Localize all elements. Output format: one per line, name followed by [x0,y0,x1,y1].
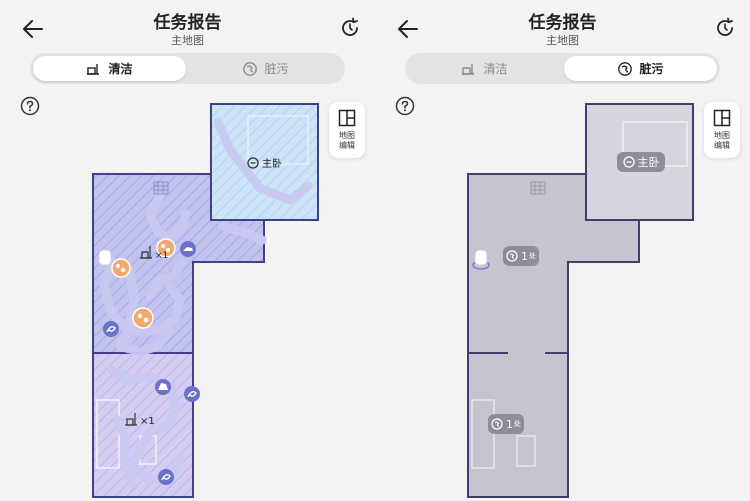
dirty-report-panel: 任务报告 主地图 清洁 脏污 地图 [375,0,750,501]
dock-grid-icon [530,181,546,195]
clean-count-icon [140,246,152,259]
shoe-icon[interactable] [180,241,196,257]
tab-clean[interactable]: 清洁 [408,56,561,81]
tab-dirty-label: 脏污 [264,62,289,76]
page-title: 任务报告 [153,13,222,33]
tab-dirty[interactable]: 脏污 [189,56,342,81]
bed-furniture [247,115,309,165]
map-edit-label-1: 地图 [339,131,355,140]
stain-tab-icon [243,61,258,76]
back-arrow-icon[interactable] [395,16,421,42]
report-tab-switch: 清洁 脏污 [405,53,720,84]
dock-grid-icon [153,181,169,195]
stain-marker[interactable] [132,307,154,329]
robot-dock-icon [98,249,112,266]
stain-unit: 处 [529,252,536,260]
clean-tab-icon [462,63,475,75]
room-minus-icon [247,156,259,169]
robot-dock-icon [472,249,490,270]
room-master-bedroom[interactable] [210,103,319,221]
clean-count-icon [125,413,137,426]
page-title: 任务报告 [528,13,597,33]
stain-icon [491,418,503,430]
room-minus-icon [622,156,635,168]
dirty-map [467,103,694,498]
report-tab-switch: 清洁 脏污 [30,53,345,84]
room-name: 主卧 [262,159,282,170]
stain-icon [506,250,518,262]
shoe-icon[interactable] [155,379,171,395]
tab-clean-label: 清洁 [108,62,133,76]
refresh-icon[interactable] [338,16,362,40]
clean-report-panel: 任务报告 主地图 清洁 脏污 地图 [20,13,365,498]
page-subtitle: 主地图 [171,34,204,47]
stain-unit: 处 [514,420,521,428]
back-arrow-icon[interactable] [20,16,46,42]
map-edit-button[interactable]: 地图 编辑 [704,102,740,158]
cable-icon[interactable] [184,386,200,402]
stain-count: 1 [506,417,513,431]
map-edit-label-1: 地图 [714,131,730,140]
cleaning-path [99,117,313,489]
clean-tab-icon [87,63,100,75]
stain-marker[interactable] [111,258,131,278]
page-subtitle: 主地图 [546,34,579,47]
room-label-master[interactable]: 主卧 [617,152,665,172]
table-furniture [516,435,536,467]
map-edit-label-2: 编辑 [714,141,730,150]
stain-tab-icon [618,61,633,76]
stain-marker[interactable] [156,238,176,258]
cable-icon[interactable] [103,321,119,337]
stain-count-badge[interactable]: 1 处 [503,246,539,266]
map-edit-button[interactable]: 地图 编辑 [329,102,365,158]
tab-dirty[interactable]: 脏污 [564,56,717,81]
map-edit-label-2: 编辑 [339,141,355,150]
cable-icon[interactable] [158,469,174,485]
tab-clean-label: 清洁 [483,62,508,76]
clean-map [92,103,319,498]
stain-count-badge[interactable]: 1 处 [488,414,524,434]
room-name: 主卧 [637,156,660,169]
tab-clean[interactable]: 清洁 [33,56,186,81]
refresh-icon[interactable] [713,16,737,40]
map-layout-icon [338,109,356,127]
clean-count-top: ×1 [155,251,169,261]
map-layout-icon [713,109,731,127]
help-icon[interactable] [20,96,40,116]
clean-count-bottom: ×1 [140,416,155,427]
help-icon[interactable] [395,96,415,116]
tab-dirty-label: 脏污 [639,62,664,76]
room-label-master[interactable]: 主卧 [247,155,282,170]
sofa-furniture [471,399,495,469]
stain-count: 1 [521,249,528,263]
